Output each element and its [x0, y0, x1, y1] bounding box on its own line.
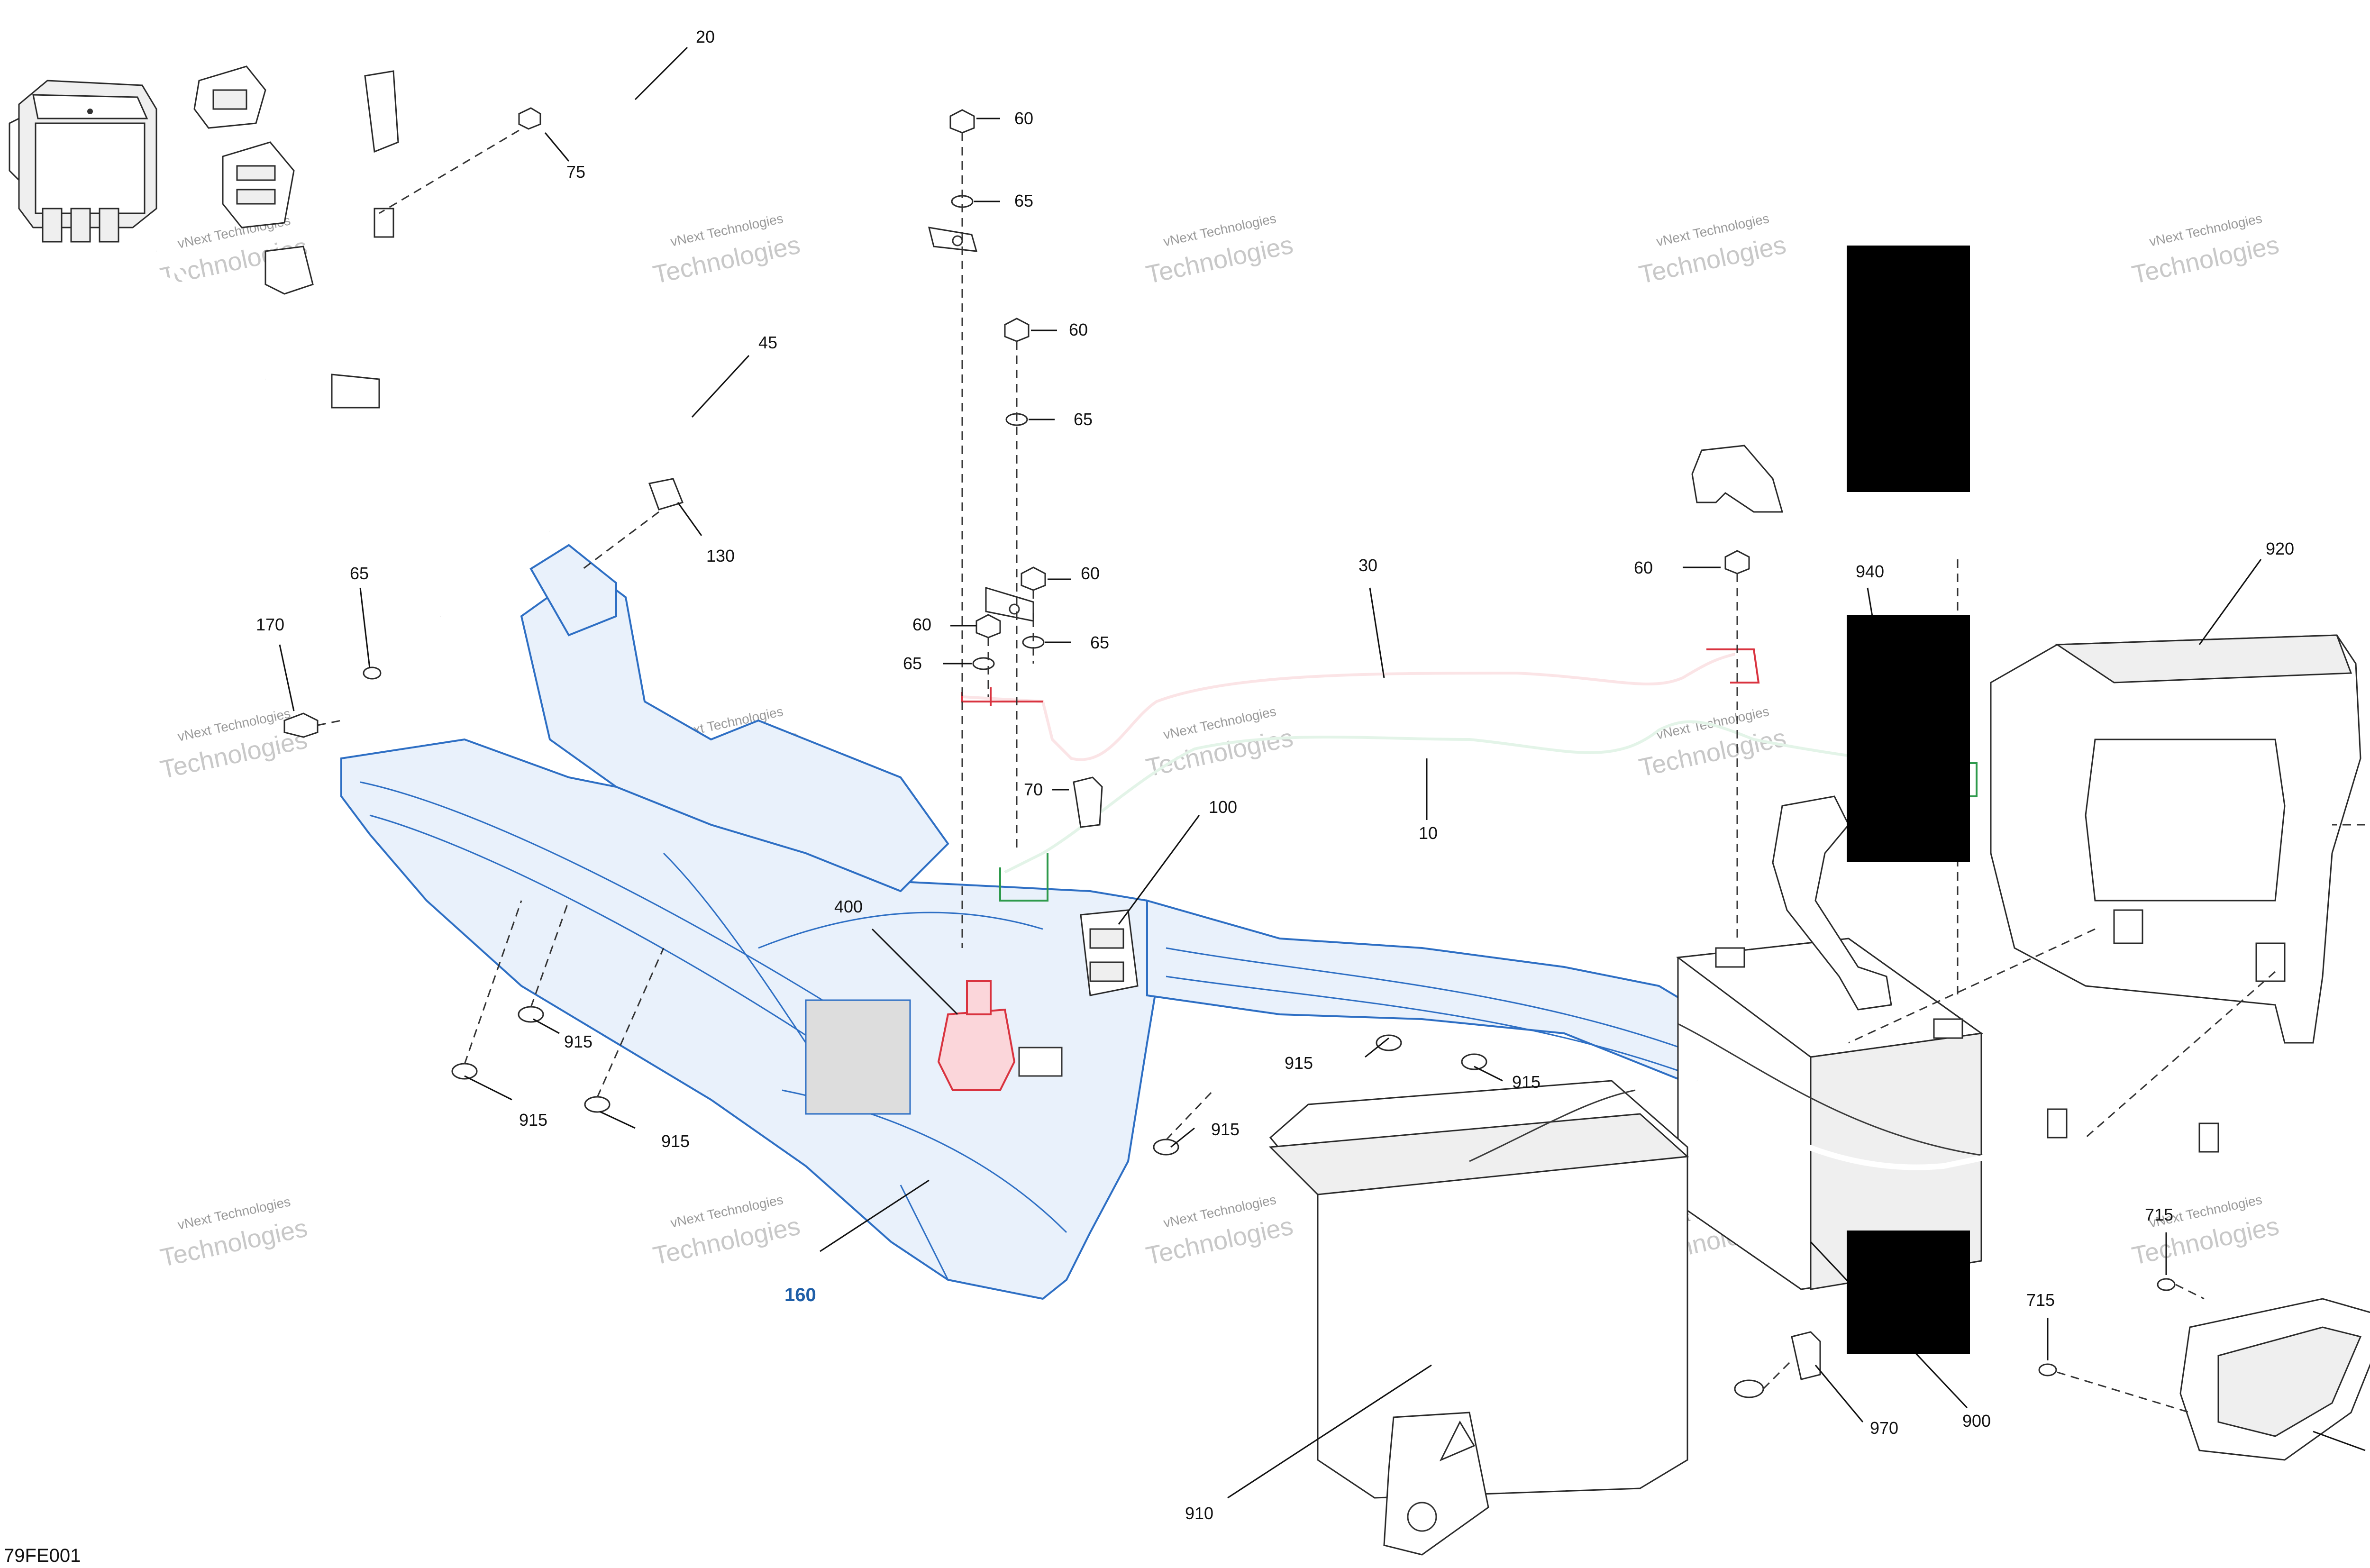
callout-60: 60: [1634, 558, 1653, 577]
redaction-box: [1847, 246, 1970, 492]
callout-940: 940: [1856, 562, 1884, 581]
callout-labels: 20 75 60 65 60 65 45 130 60 60 65 65 65 …: [256, 27, 2294, 1523]
callout-10: 10: [1419, 823, 1438, 843]
callout-170: 170: [256, 615, 284, 634]
connector-100: [1080, 909, 1139, 996]
relay-400: [937, 980, 1063, 1091]
callout-715: 715: [2026, 1290, 2055, 1310]
assembly-lines: [317, 129, 2370, 1413]
callout-915: 915: [519, 1110, 547, 1130]
fuse-box: [18, 80, 157, 243]
callout-60: 60: [1081, 564, 1100, 583]
callout-130: 130: [706, 546, 735, 565]
callout-65: 65: [1074, 410, 1093, 429]
callout-915: 915: [1285, 1053, 1313, 1073]
callout-65: 65: [903, 654, 922, 673]
cable-45: [404, 272, 1034, 622]
callout-75: 75: [566, 162, 585, 182]
callout-400: 400: [834, 897, 863, 916]
callout-60: 60: [1014, 109, 1033, 128]
callout-915: 915: [661, 1131, 690, 1151]
harness-connectors: [9, 65, 380, 409]
redaction-boxes: [1847, 246, 1970, 1354]
leader-lines: [279, 46, 2366, 1499]
callout-20: 20: [696, 27, 715, 46]
wiring-harness-main: [9, 65, 554, 536]
figure-code: 79FE001: [4, 1545, 81, 1566]
callout-970: 970: [1870, 1418, 1898, 1438]
callout-45: 45: [758, 333, 777, 352]
callout-65: 65: [1014, 191, 1033, 210]
callout-910: 910: [1185, 1504, 1213, 1523]
cable-10-negative: [999, 720, 1978, 902]
callout-60: 60: [1069, 320, 1088, 339]
callout-915: 915: [1512, 1072, 1540, 1092]
callout-60: 60: [912, 615, 931, 634]
callout-900: 900: [1962, 1411, 1991, 1431]
callout-70: 70: [1024, 780, 1043, 799]
callout-915: 915: [1211, 1120, 1240, 1139]
taillight-710: [2179, 1298, 2370, 1461]
callout-920: 920: [2266, 539, 2294, 558]
callout-65: 65: [1090, 633, 1109, 652]
fasteners: [283, 107, 2176, 1398]
cover-920: [1990, 634, 2361, 1044]
callout-100: 100: [1209, 797, 1237, 817]
callout-160: 160: [784, 1285, 816, 1305]
battery-900: [1676, 938, 1991, 1290]
callout-30: 30: [1358, 556, 1377, 575]
callout-65: 65: [350, 564, 369, 583]
callout-915: 915: [564, 1032, 592, 1051]
battery-box-910: [1268, 1080, 1689, 1556]
redaction-box: [1847, 1231, 1970, 1354]
taillight-harness: [1695, 1078, 2346, 1338]
frame-160: [340, 544, 1803, 1300]
redaction-box: [1847, 615, 1970, 862]
callout-715: 715: [2145, 1205, 2173, 1224]
